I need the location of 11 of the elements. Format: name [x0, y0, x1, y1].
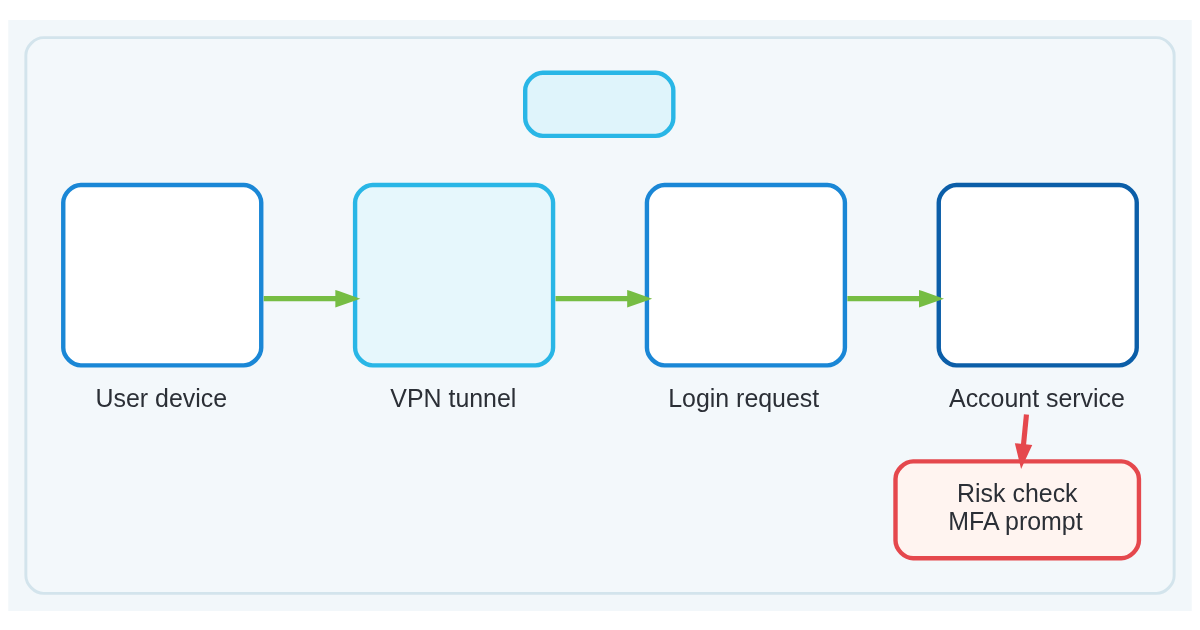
arrow [847, 289, 944, 307]
node-box: Risk check MFA prompt [893, 458, 1142, 560]
node-label: VPN tunnel [390, 383, 517, 412]
node-label: User device [95, 383, 228, 412]
node-label: Login request [668, 383, 820, 412]
arrow [263, 289, 361, 307]
cluster [24, 35, 1176, 595]
arrow [555, 289, 653, 307]
node-label: Account service [949, 383, 1125, 412]
node-box [523, 70, 676, 138]
arrow [1014, 413, 1033, 469]
